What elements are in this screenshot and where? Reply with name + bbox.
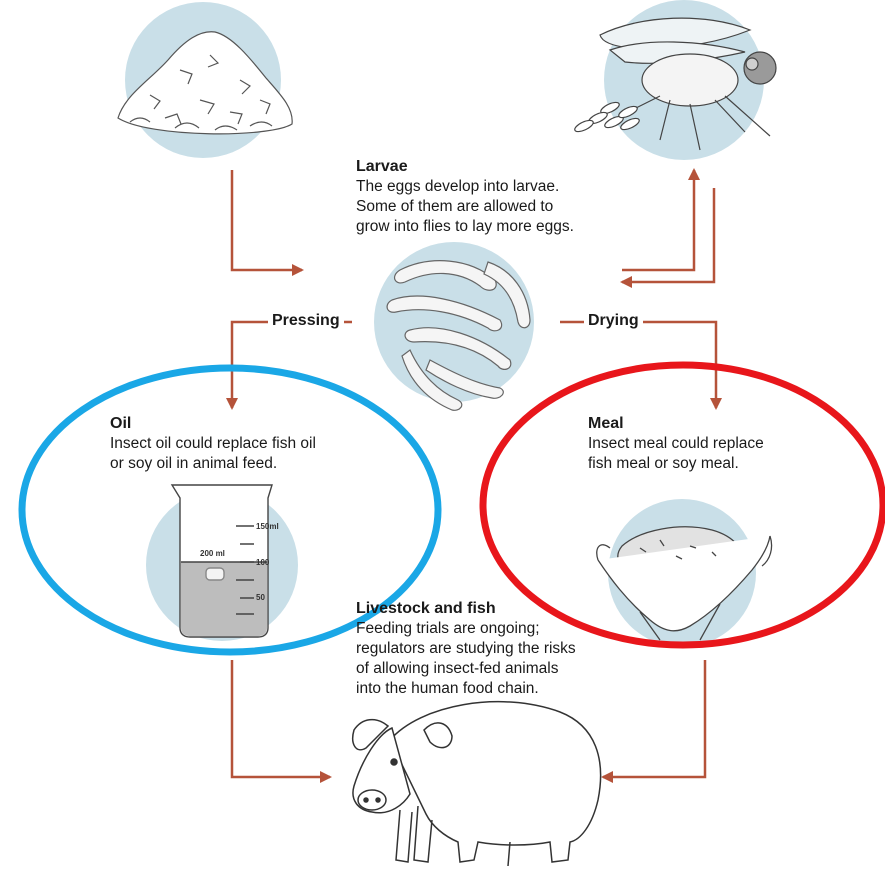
meal-title: Meal bbox=[588, 413, 624, 434]
meal-to-livestock-arrow bbox=[603, 660, 705, 777]
beaker-mark-100: 100 bbox=[256, 558, 270, 567]
larvae-desc-1: The eggs develop into larvae. bbox=[356, 176, 559, 197]
beaker-mark-150: 150ml bbox=[256, 522, 279, 531]
larvae-title: Larvae bbox=[356, 156, 408, 177]
fly-to-larvae-arrow bbox=[622, 188, 714, 282]
oil-title: Oil bbox=[110, 413, 131, 434]
beaker-mark-200: 200 ml bbox=[200, 549, 225, 558]
pressing-arrow bbox=[232, 322, 352, 408]
meal-desc-1: Insect meal could replace bbox=[588, 433, 764, 454]
larvae-desc-2: Some of them are allowed to bbox=[356, 196, 553, 217]
pressing-label: Pressing bbox=[268, 312, 344, 330]
beaker-icon: 150ml 200 ml 100 50 bbox=[172, 485, 279, 637]
livestock-desc-1: Feeding trials are ongoing; bbox=[356, 618, 540, 639]
meal-desc-2: fish meal or soy meal. bbox=[588, 453, 739, 474]
livestock-title: Livestock and fish bbox=[356, 598, 496, 619]
larvae-to-fly-arrow bbox=[622, 170, 694, 270]
livestock-desc-3: of allowing insect-fed animals bbox=[356, 658, 558, 679]
beaker-mark-50: 50 bbox=[256, 593, 265, 602]
oil-to-livestock-arrow bbox=[232, 660, 330, 777]
pig-icon bbox=[353, 702, 601, 866]
livestock-desc-2: regulators are studying the risks bbox=[356, 638, 576, 659]
larvae-desc-3: grow into flies to lay more eggs. bbox=[356, 216, 574, 237]
oil-desc-1: Insect oil could replace fish oil bbox=[110, 433, 316, 454]
livestock-desc-4: into the human food chain. bbox=[356, 678, 539, 699]
waste-to-larvae-arrow bbox=[232, 170, 302, 270]
drying-label: Drying bbox=[584, 312, 643, 330]
oil-desc-2: or soy oil in animal feed. bbox=[110, 453, 277, 474]
